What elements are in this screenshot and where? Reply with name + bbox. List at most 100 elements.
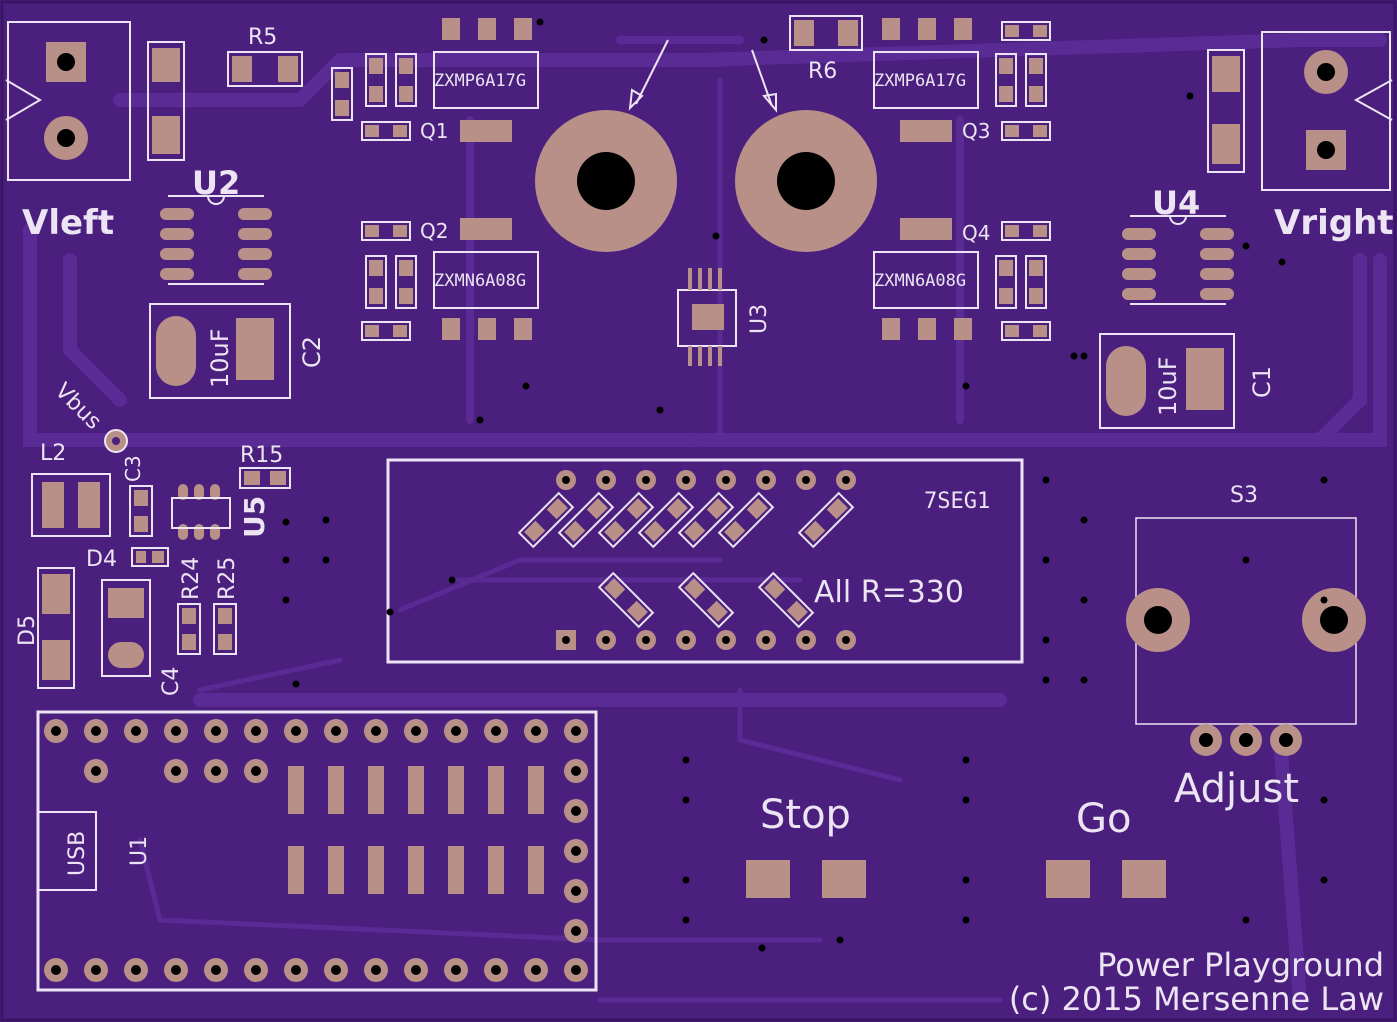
pad [369, 288, 383, 304]
switch-s3: S3 Adjust [1126, 483, 1366, 812]
pin [954, 318, 972, 340]
pin [918, 18, 936, 40]
pad [684, 578, 706, 600]
label-c1: C1 [1248, 366, 1276, 398]
tab [460, 120, 512, 142]
pin [238, 228, 272, 240]
via [536, 18, 544, 26]
pad [706, 498, 728, 520]
via [656, 406, 664, 414]
pin1-notch [1169, 215, 1187, 225]
seg-resistor [797, 491, 855, 549]
smd-pad [288, 766, 304, 814]
hole [571, 965, 581, 975]
pad [1033, 325, 1047, 337]
hole [91, 965, 101, 975]
via [1242, 242, 1250, 250]
smd-pad [408, 766, 424, 814]
hole [251, 726, 261, 736]
smd-pad [528, 846, 544, 894]
via [476, 416, 484, 424]
hole [171, 726, 181, 736]
pad [399, 86, 413, 102]
hole [211, 766, 221, 776]
pad [335, 72, 349, 88]
pad [524, 520, 546, 542]
via [522, 382, 530, 390]
traces [23, 33, 1387, 1007]
smd-pad [448, 846, 464, 894]
smd-pad [488, 766, 504, 814]
regulator-u5: U5 [171, 484, 271, 540]
hole [131, 726, 141, 736]
resistor-r6 [789, 15, 863, 51]
passive [1025, 255, 1047, 309]
hole [291, 965, 301, 975]
passive [1001, 121, 1051, 141]
pad [604, 520, 626, 542]
capacitor-c2: 10uF C2 [149, 303, 326, 399]
pad [1033, 25, 1047, 37]
via [322, 556, 330, 564]
hole [251, 766, 261, 776]
hole [602, 636, 610, 644]
connector-vright [1261, 31, 1393, 191]
passive [361, 121, 411, 141]
passive [395, 53, 417, 107]
via [448, 576, 456, 584]
pad [399, 58, 413, 74]
smd-pad [328, 766, 344, 814]
hole [491, 726, 501, 736]
passive [1001, 21, 1051, 41]
via [322, 516, 330, 524]
hole [51, 726, 61, 736]
pin [478, 318, 496, 340]
pin [1200, 288, 1234, 300]
label-l2: L2 [40, 441, 66, 466]
pad [1005, 125, 1019, 137]
hole [211, 726, 221, 736]
pad [746, 498, 768, 520]
cap-right-top [1207, 49, 1245, 173]
resistor-r5 [227, 51, 303, 87]
hole [131, 965, 141, 975]
pad [706, 600, 728, 622]
pin [1200, 268, 1234, 280]
pad [626, 498, 648, 520]
via [1042, 476, 1050, 484]
hole [562, 476, 570, 484]
via [1320, 796, 1328, 804]
via [760, 36, 768, 44]
hole [331, 965, 341, 975]
hole [571, 926, 581, 936]
via [1080, 596, 1088, 604]
hole [451, 965, 461, 975]
hole [171, 965, 181, 975]
outline [677, 491, 735, 549]
pin [1122, 228, 1156, 240]
hole [842, 476, 850, 484]
pin [882, 318, 900, 340]
label-u3: U3 [747, 304, 772, 334]
passive [395, 255, 417, 309]
hole [762, 476, 770, 484]
hole [802, 636, 810, 644]
pad [369, 260, 383, 276]
sot223-outline [873, 251, 979, 309]
via [682, 756, 690, 764]
passive [365, 255, 387, 309]
seg-resistor [677, 571, 735, 629]
label-adjust: Adjust [1174, 766, 1299, 812]
via [292, 680, 300, 688]
label-u5: U5 [238, 496, 271, 538]
pad [826, 498, 848, 520]
label-c2: C2 [298, 336, 326, 368]
label-q1-part: ZXMP6A17G [434, 71, 526, 91]
pad [393, 225, 407, 237]
hole [762, 636, 770, 644]
pin [514, 318, 532, 340]
via [1070, 352, 1078, 360]
connector-vleft [5, 21, 131, 181]
